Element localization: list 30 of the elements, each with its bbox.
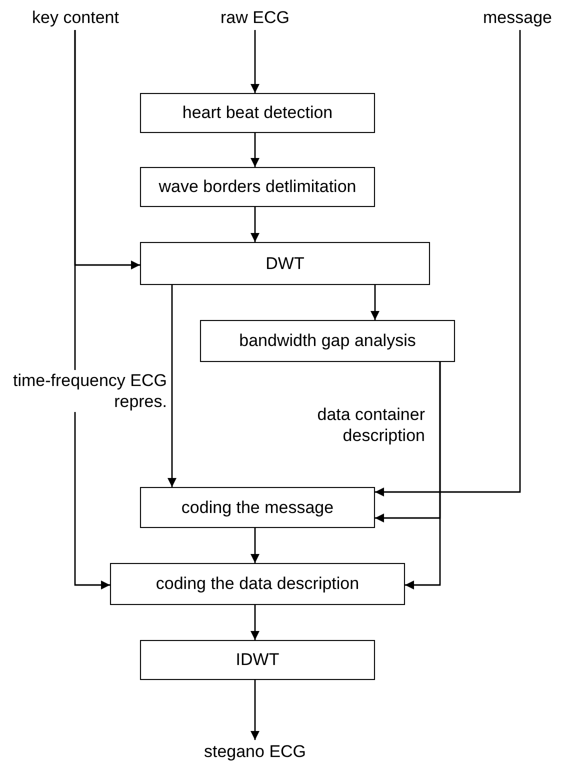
process-box [140,242,430,285]
node-text: key content [8,6,143,30]
box-label: IDWT [236,650,280,670]
arrow [250,207,260,242]
arrow [250,680,260,740]
box-label: DWT [266,254,304,274]
arrow [250,528,260,563]
edge-label: time-frequency ECG repres. [12,370,167,412]
box-label: wave borders detlimitation [158,177,356,197]
arrow [74,30,110,590]
box-label: coding the message [181,498,334,518]
process-box [140,93,375,133]
arrow [168,285,176,487]
process-box [200,320,455,362]
arrow [250,30,260,93]
node-text: raw ECG [205,6,305,30]
node-text: message [470,6,565,30]
arrow [370,285,380,320]
box-label: coding the data description [156,574,360,594]
arrow [250,133,260,167]
process-box [140,487,375,528]
process-box [140,640,375,680]
box-label: bandwidth gap analysis [239,331,416,351]
arrow [375,30,521,496]
box-label: heart beat detection [182,103,333,123]
arrow [250,605,260,640]
process-box [110,563,405,605]
arrow [405,362,441,590]
process-box [140,167,375,207]
node-text: stegano ECG [190,740,320,764]
